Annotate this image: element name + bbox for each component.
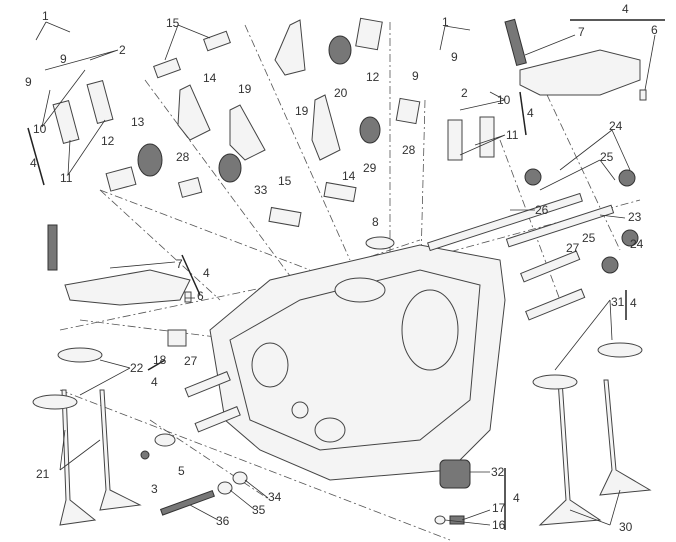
callout-31: 31 [611,295,625,309]
callout-4: 4 [630,296,637,310]
callout-6: 6 [197,289,204,303]
callout-8: 8 [372,215,379,229]
callout-12: 12 [101,134,115,148]
callout-27: 27 [184,354,198,368]
callout-5: 5 [178,464,185,478]
callouts: 1 1 2 2 9 9 9 9 10 10 11 11 4 4 4 4 4 4 … [25,2,658,534]
callout-24: 24 [630,237,644,251]
callout-4: 4 [203,266,210,280]
callout-19: 19 [238,82,252,96]
callout-3: 3 [151,482,158,496]
callout-2: 2 [461,86,468,100]
callout-23: 23 [628,210,642,224]
callout-9: 9 [60,52,67,66]
callout-2: 2 [119,43,126,57]
callout-18: 18 [153,353,167,367]
camshaft-support-left [47,224,192,306]
callout-25: 25 [582,231,596,245]
callout-14: 14 [203,71,217,85]
callout-11: 11 [506,128,519,142]
callout-4: 4 [527,106,534,120]
callout-1: 1 [42,9,49,23]
callout-36: 36 [216,514,230,528]
callout-10: 10 [33,122,47,136]
callout-10: 10 [497,93,511,107]
camshaft-support-right [504,18,647,101]
callout-4: 4 [30,156,37,170]
leader-lines [35,21,656,526]
callout-32: 32 [491,465,505,479]
callout-25: 25 [600,150,614,164]
callout-4: 4 [513,491,520,505]
callout-33: 33 [254,183,268,197]
callout-24: 24 [609,119,623,133]
valves [32,342,652,526]
callout-12: 12 [366,70,380,84]
callout-28: 28 [402,143,416,157]
callout-7: 7 [176,257,183,271]
callout-7: 7 [578,25,585,39]
callout-1: 1 [442,15,449,29]
callout-35: 35 [252,503,266,517]
callout-15: 15 [278,174,292,188]
callout-9: 9 [25,75,32,89]
callout-9: 9 [412,69,419,83]
callout-21: 21 [36,467,50,481]
callout-14: 14 [342,169,356,183]
callout-34: 34 [268,490,282,504]
callout-16: 16 [492,518,506,532]
callout-13: 13 [131,115,145,129]
callout-6: 6 [651,23,658,37]
callout-20: 20 [334,86,348,100]
callout-9: 9 [451,50,458,64]
callout-22: 22 [130,361,144,375]
callout-17: 17 [492,501,506,515]
callout-30: 30 [619,520,633,534]
callout-28: 28 [176,150,190,164]
cylinder-head [209,244,506,481]
callout-19: 19 [295,104,309,118]
callout-27: 27 [566,241,580,255]
callout-15: 15 [166,16,180,30]
small-parts [52,17,639,525]
callout-4: 4 [622,2,629,16]
brackets [27,19,665,530]
callout-26: 26 [535,203,549,217]
callout-4: 4 [151,375,158,389]
callout-11: 11 [60,171,73,185]
callout-29: 29 [363,161,377,175]
